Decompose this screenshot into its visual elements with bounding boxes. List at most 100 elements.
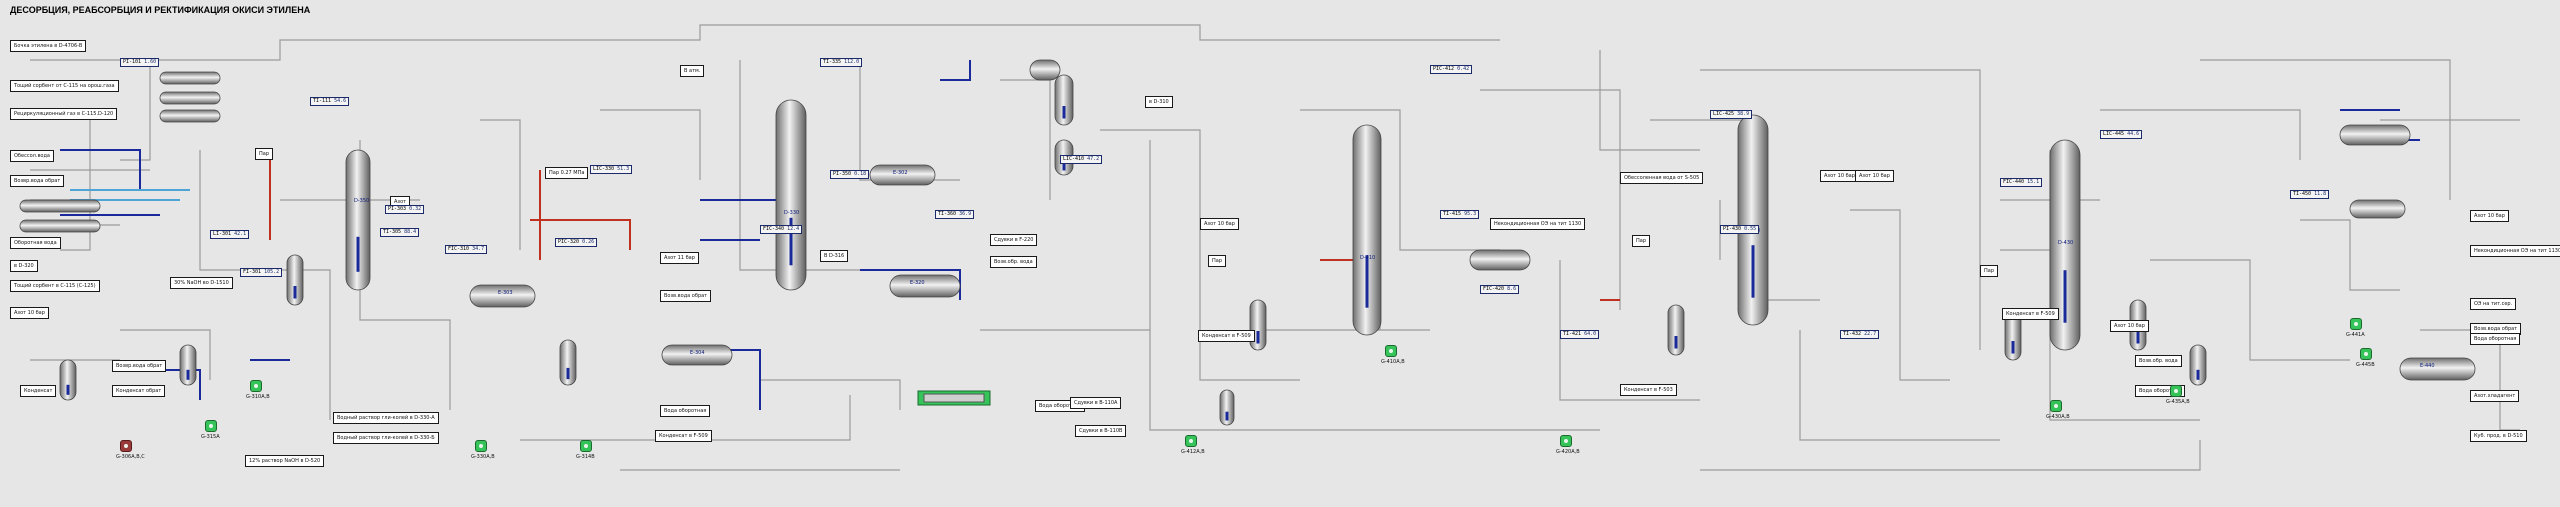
tag-name: TI-111	[313, 98, 335, 104]
flow-box-fb20[interactable]: Возв.обр. вода	[990, 256, 1037, 268]
vessel-label-D-410: D-410	[1360, 255, 1376, 261]
flow-box-fb6[interactable]: Оборотная вода	[10, 237, 61, 249]
flow-box-fb38[interactable]: Азот 10 бар	[2470, 210, 2509, 222]
instrument-tag-t20[interactable]: PI-430 0.55	[1720, 225, 1760, 234]
instrument-tag-t15[interactable]: PIC-412 0.42	[1430, 65, 1473, 74]
flow-box-fb12[interactable]: Пар 0.27 МПа	[545, 167, 589, 179]
pump-p4[interactable]	[475, 440, 487, 452]
flow-box-fb5[interactable]: Возвр.вода обрат	[10, 175, 65, 187]
pump-p1[interactable]	[120, 440, 132, 452]
pump-p10[interactable]	[2170, 385, 2182, 397]
flow-box-fb36[interactable]: Возв.обр. вода	[2135, 355, 2182, 367]
flow-box-fb52[interactable]: Некондиционная ОЭ на тит 1130	[1490, 218, 1586, 230]
flow-box-fb23[interactable]: Сдувки в В-110В	[1075, 425, 1127, 437]
instrument-tag-t6[interactable]: TI-305 88.4	[380, 228, 420, 237]
flow-box-fb1[interactable]: Бочка этилена в D-4706-В	[10, 40, 87, 52]
flow-box-fb24[interactable]: в D-310	[1145, 96, 1173, 108]
instrument-tag-t16[interactable]: TI-415 95.3	[1440, 210, 1480, 219]
flow-box-fb16[interactable]: В атм.	[680, 65, 705, 77]
flow-box-fb7[interactable]: в D-320	[10, 260, 38, 272]
instrument-tag-t13[interactable]: TI-360 36.9	[935, 210, 975, 219]
flow-box-fb32[interactable]: Азот 10 бар	[1855, 170, 1894, 182]
instrument-tag-t5[interactable]: PI-303 0.32	[385, 205, 425, 214]
flow-box-fb33[interactable]: Пар	[1980, 265, 1998, 277]
flow-box-fb28[interactable]: Обессоленная вода от S-505	[1620, 172, 1704, 184]
flow-box-fb35[interactable]: Азот 10 бар	[2110, 320, 2149, 332]
tag-value: 88.4	[404, 229, 417, 235]
flow-box-fb47[interactable]: Конденсат	[20, 385, 57, 397]
instrument-tag-t9[interactable]: LIC-330 51.3	[590, 165, 633, 174]
flow-box-fb3[interactable]: Рециркуляционный газ в С-115.D-120	[10, 108, 118, 120]
tag-name: PIC-412	[1433, 66, 1458, 72]
instrument-tag-t14[interactable]: LIC-410 47.2	[1060, 155, 1103, 164]
flow-box-fb46[interactable]: Водный раствор гли-колей в D-330-Б	[333, 432, 439, 444]
instrument-tag-t17[interactable]: FIC-420 8.6	[1480, 285, 1520, 294]
flow-box-fb51[interactable]: 30% NaOH во D-1510	[170, 277, 233, 289]
flow-box-fb14[interactable]: Возв.вода обрат	[660, 290, 712, 302]
pump-p9[interactable]	[2050, 400, 2062, 412]
flow-box-fb13[interactable]: Азот 11 бар	[660, 252, 699, 264]
flow-box-fb31[interactable]: Азот 10 бар	[1820, 170, 1859, 182]
flow-box-fb25[interactable]: Азот 10 бар	[1200, 218, 1239, 230]
pump-p2[interactable]	[205, 420, 217, 432]
instrument-tag-t23[interactable]: LIC-445 44.6	[2100, 130, 2143, 139]
flow-box-fb39[interactable]: Некондиционная ОЭ на тит 1130	[2470, 245, 2560, 257]
instrument-tag-t11[interactable]: FIC-340 12.4	[760, 225, 803, 234]
tag-name: PI-303	[388, 206, 410, 212]
flow-box-fb48[interactable]: Конденсат обрат	[112, 385, 166, 397]
flow-box-fb2[interactable]: Тощий сорбент от С-115 на орош.газа	[10, 80, 119, 92]
drum-e440-top	[2339, 124, 2411, 146]
tag-value: 64.0	[1584, 331, 1597, 337]
pump-p8[interactable]	[1560, 435, 1572, 447]
flow-box-fb29[interactable]: Пар	[1632, 235, 1650, 247]
flow-box-fb44[interactable]: Куб. прод. в D-510	[2470, 430, 2527, 442]
pump-p5[interactable]	[580, 440, 592, 452]
flow-box-fb45[interactable]: Водный раствор гли-колей в D-330-А	[333, 412, 439, 424]
flow-box-fb15[interactable]: Вода оборотная	[660, 405, 711, 417]
flow-box-fb40[interactable]: ОЭ на тит.сер.	[2470, 298, 2517, 310]
instrument-tag-t12[interactable]: PI-350 0.18	[830, 170, 870, 179]
flow-box-fb42[interactable]: Вода оборотная	[2470, 333, 2521, 345]
flow-box-fb50[interactable]: 12% раствор NaOH в D-520	[245, 455, 325, 467]
instrument-tag-t4[interactable]: FI-301 105.2	[240, 268, 283, 277]
instrument-tag-t10[interactable]: TI-335 112.0	[820, 58, 863, 67]
drum-d-tank	[1469, 249, 1531, 271]
flow-box-fb34[interactable]: Конденсат в F-509	[2002, 308, 2059, 320]
flow-box-fb30[interactable]: Конденсат в F-503	[1620, 384, 1677, 396]
pump-p11[interactable]	[2350, 318, 2362, 330]
pump-p6[interactable]	[1185, 435, 1197, 447]
flow-box-fb4[interactable]: Обессол.вода	[10, 150, 54, 162]
pump-p7[interactable]	[1385, 345, 1397, 357]
flow-box-fb27[interactable]: Конденсат в F-509	[1198, 330, 1255, 342]
flow-box-fb26[interactable]: Пар	[1208, 255, 1226, 267]
flow-box-fb22[interactable]: Сдувки в В-110А	[1070, 397, 1122, 409]
vessel-label-D-330: D-330	[784, 210, 800, 216]
flow-box-fb19[interactable]: Сдувки в F-220	[990, 234, 1038, 246]
instrument-tag-t1[interactable]: PI-101 1.60	[120, 58, 160, 67]
small-vessel-7-level-indicator	[2136, 331, 2140, 344]
pump-label: G-445В	[2356, 362, 2375, 368]
column-d430-level-indicator	[2063, 270, 2067, 323]
flow-box-fb9[interactable]: Азот 10 бар	[10, 307, 49, 319]
instrument-tag-t21[interactable]: TI-432 22.7	[1840, 330, 1880, 339]
instrument-tag-t19[interactable]: LIC-425 38.9	[1710, 110, 1753, 119]
instrument-tag-t22[interactable]: FIC-440 15.1	[2000, 178, 2043, 187]
flow-box-fb49[interactable]: Возвр.вода обрат	[112, 360, 167, 372]
flow-box-fb8[interactable]: Тощий сорбент в С-115 (С-125)	[10, 280, 100, 292]
flow-box-fb18[interactable]: В D-316	[820, 250, 849, 262]
instrument-tag-t18[interactable]: TI-421 64.0	[1560, 330, 1600, 339]
drum-e440	[2399, 357, 2476, 381]
flow-box-fb17[interactable]: Конденсат в F-509	[655, 430, 712, 442]
flow-box-fb43[interactable]: Азот.хладагент	[2470, 390, 2520, 402]
instrument-tag-t24[interactable]: TI-450 11.8	[2290, 190, 2330, 199]
pump-p12[interactable]	[2360, 348, 2372, 360]
instrument-tag-t3[interactable]: LI-301 42.1	[210, 230, 250, 239]
flow-box-fb10[interactable]: Пар	[255, 148, 273, 160]
instrument-tag-t7[interactable]: FIC-310 34.7	[445, 245, 488, 254]
pump-label: G-330А,В	[471, 454, 495, 460]
instrument-tag-t8[interactable]: PIC-320 0.26	[555, 238, 598, 247]
drum-e320	[889, 274, 961, 298]
instrument-tag-t2[interactable]: TI-111 54.6	[310, 97, 350, 106]
process-pipe	[859, 60, 960, 181]
pump-p3[interactable]	[250, 380, 262, 392]
